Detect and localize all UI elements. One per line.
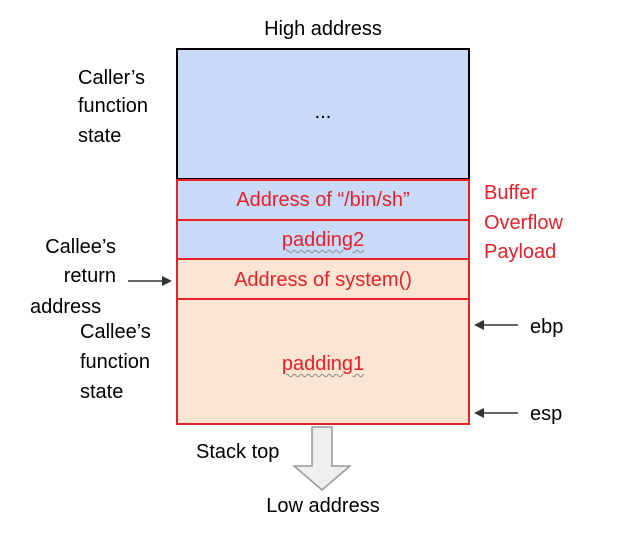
payload-line-1: Buffer bbox=[484, 182, 537, 204]
padding2-block: padding2 bbox=[176, 219, 470, 260]
caller-block-text: ... bbox=[314, 101, 332, 123]
ebp-label: ebp bbox=[530, 316, 564, 338]
esp-arrow bbox=[474, 408, 518, 418]
return-address-arrow bbox=[128, 276, 172, 286]
callee-state-line-2: function bbox=[80, 351, 151, 373]
padding2-text: padding2 bbox=[281, 229, 365, 251]
stack-top-label: Stack top bbox=[196, 441, 280, 463]
system-address-block: Address of system() bbox=[176, 258, 470, 300]
callee-return-line-1: Callee’s bbox=[45, 236, 116, 258]
padding1-text: padding1 bbox=[281, 353, 365, 375]
padding1-block: padding1 bbox=[176, 298, 470, 425]
callee-state-line-1: Callee’s bbox=[80, 321, 151, 343]
esp-label: esp bbox=[530, 403, 563, 425]
callee-state-line-3: state bbox=[80, 381, 124, 403]
high-address-label: High address bbox=[264, 18, 382, 40]
caller-state-line-2: function bbox=[78, 95, 149, 117]
payload-line-2: Overflow bbox=[484, 212, 563, 234]
binsh-address-text: Address of “/bin/sh” bbox=[236, 189, 410, 211]
caller-state-line-1: Caller’s bbox=[78, 67, 146, 89]
caller-state-line-3: state bbox=[78, 125, 122, 147]
ebp-arrow bbox=[474, 320, 518, 330]
low-address-label: Low address bbox=[266, 495, 380, 517]
payload-line-3: Payload bbox=[484, 241, 557, 263]
stack-top-down-arrow bbox=[291, 426, 353, 491]
callee-return-line-3: address bbox=[30, 296, 102, 318]
callee-return-line-2: return bbox=[63, 265, 116, 287]
caller-block: ... bbox=[176, 48, 470, 180]
system-address-text: Address of system() bbox=[234, 269, 412, 291]
